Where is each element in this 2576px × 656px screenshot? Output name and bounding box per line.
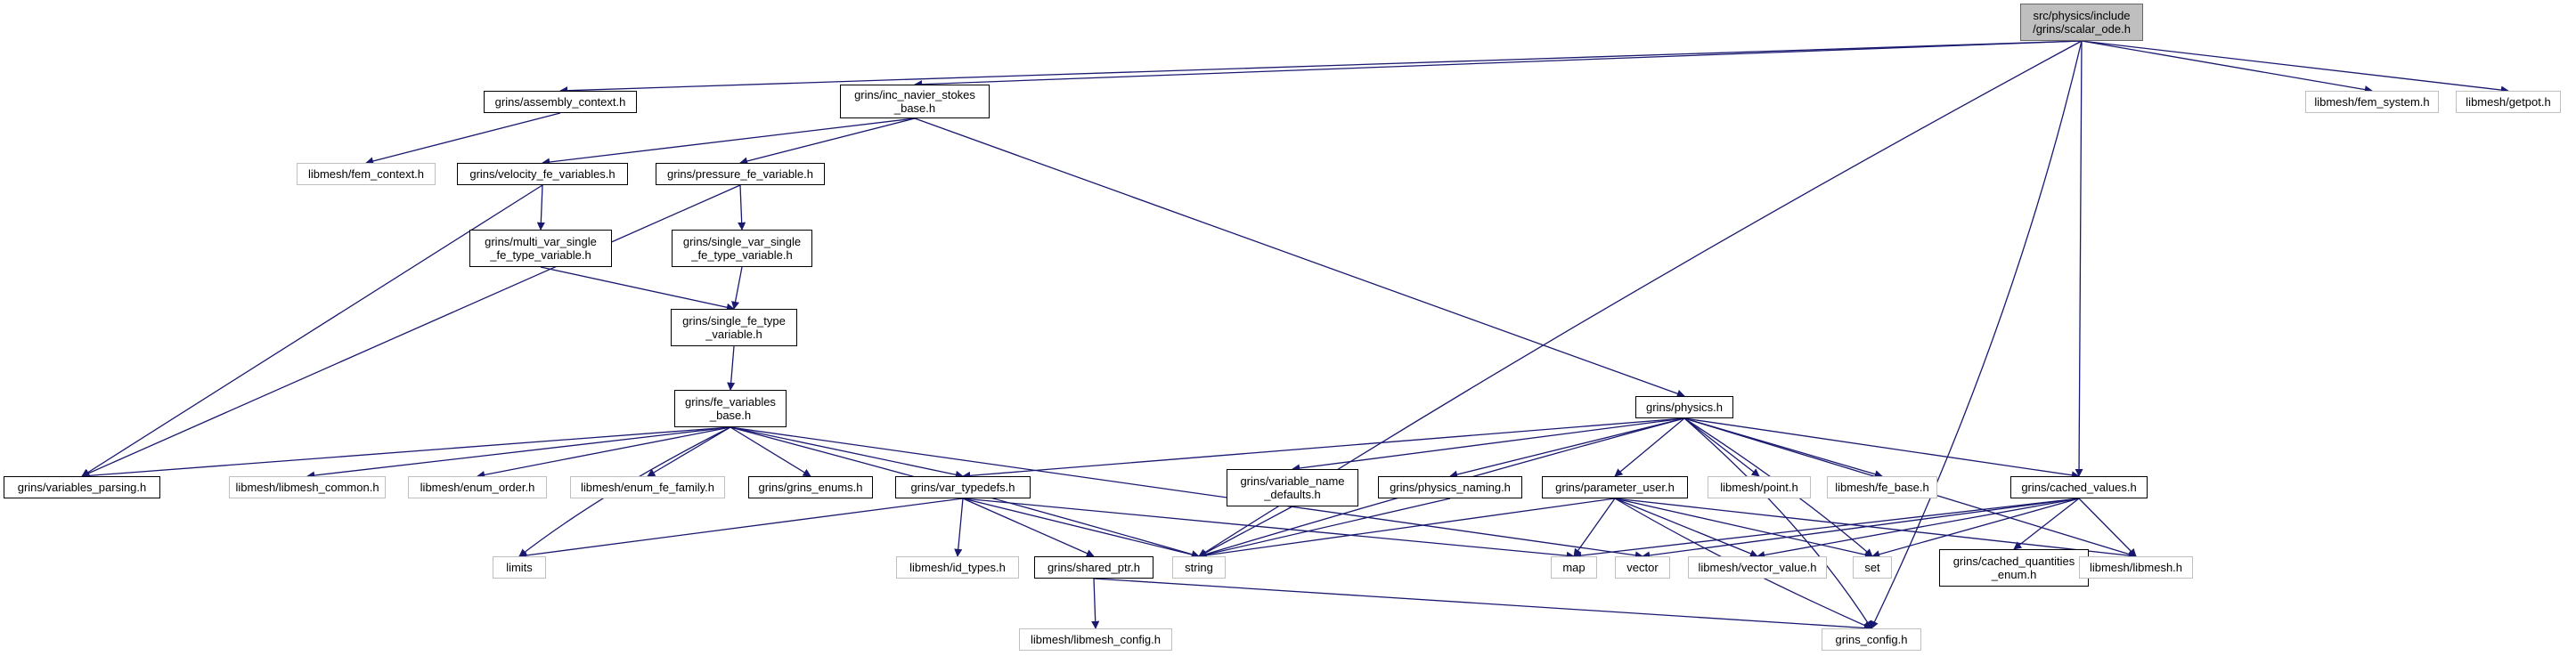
- node-enum-fe-family[interactable]: libmesh/enum_fe_family.h: [570, 476, 725, 498]
- edge-parameter-user-to-libmesh: [1614, 498, 2137, 560]
- edge-physics-to-parameter-user: [1614, 417, 1685, 477]
- edge-parameter-user-to-vector-value: [1614, 498, 1758, 558]
- edge-shared-ptr-to-libmesh-config: [1091, 578, 1100, 629]
- node-grins-enums[interactable]: grins/grins_enums.h: [748, 476, 873, 498]
- node-string[interactable]: string: [1172, 556, 1226, 579]
- edge-physics-to-physics-naming: [1449, 417, 1685, 479]
- node-libmesh-common[interactable]: libmesh/libmesh_common.h: [229, 476, 386, 498]
- edge-cached-values-to-set: [1871, 498, 2080, 559]
- edge-pressure-fe-variable-to-single-var-single-fe-type-variable: [738, 184, 746, 231]
- edge-shared-ptr-to-grins-config: [1093, 578, 1872, 633]
- edge-variable-name-defaults-to-string: [1198, 506, 1293, 557]
- node-set[interactable]: set: [1853, 556, 1892, 579]
- node-variables-parsing[interactable]: grins/variables_parsing.h: [4, 476, 160, 498]
- dependency-edges: [81, 40, 2509, 633]
- edge-assembly-context-to-fem-context: [365, 112, 561, 166]
- edge-parameter-user-to-set: [1614, 498, 1873, 559]
- node-fem-system[interactable]: libmesh/fem_system.h: [2305, 91, 2439, 113]
- node-vector[interactable]: vector: [1615, 556, 1670, 579]
- edge-fe-variables-base-to-enum-fe-family: [647, 426, 731, 477]
- node-physics-naming[interactable]: grins/physics_naming.h: [1378, 476, 1522, 498]
- edge-physics-to-var-typedefs: [962, 417, 1685, 480]
- edge-physics-to-grins-config: [1683, 417, 1872, 629]
- node-velocity-fe-variables[interactable]: grins/velocity_fe_variables.h: [457, 163, 628, 185]
- edge-fe-variables-base-to-variables-parsing: [81, 426, 731, 480]
- edge-cached-values-to-cached-quantities-enum: [2013, 498, 2080, 550]
- node-point[interactable]: libmesh/point.h: [1708, 476, 1811, 498]
- edge-velocity-fe-variables-to-variables-parsing: [81, 184, 543, 477]
- node-scalar-ode-root[interactable]: src/physics/include /grins/scalar_ode.h: [2020, 4, 2143, 41]
- edge-physics-to-cached-values: [1683, 417, 2080, 480]
- node-enum-order[interactable]: libmesh/enum_order.h: [408, 476, 547, 498]
- edge-inc-navier-stokes-base-to-physics: [914, 117, 1685, 398]
- edge-fe-variables-base-to-grins-enums: [730, 426, 811, 477]
- edge-fe-variables-base-to-enum-order: [477, 426, 731, 479]
- edge-cached-values-to-libmesh: [2078, 498, 2137, 557]
- node-assembly-context[interactable]: grins/assembly_context.h: [484, 91, 637, 113]
- edge-var-typedefs-to-map: [962, 498, 1575, 560]
- edge-cached-values-to-map: [1573, 498, 2080, 560]
- edge-single-var-single-fe-type-variable-to-single-fe-type-variable: [731, 266, 743, 310]
- edge-cached-values-to-vector: [1642, 498, 2080, 560]
- edge-parameter-user-to-string: [1198, 498, 1616, 560]
- edge-fe-variables-base-to-vector: [730, 426, 1643, 560]
- node-shared-ptr[interactable]: grins/shared_ptr.h: [1034, 556, 1153, 579]
- node-vector-value[interactable]: libmesh/vector_value.h: [1688, 556, 1827, 579]
- edge-pressure-fe-variable-to-variables-parsing: [81, 184, 741, 477]
- node-single-var-single-fe-type-variable[interactable]: grins/single_var_single _fe_type_variabl…: [672, 230, 812, 267]
- edge-root-to-getpot: [2081, 40, 2509, 94]
- node-cached-quantities-enum[interactable]: grins/cached_quantities _enum.h: [1939, 549, 2089, 587]
- edge-root-to-grins-config: [1871, 40, 2083, 629]
- edge-physics-naming-to-string: [1198, 498, 1451, 559]
- node-fe-variables-base[interactable]: grins/fe_variables _base.h: [674, 390, 787, 427]
- node-limits[interactable]: limits: [493, 556, 546, 579]
- node-single-fe-type-variable[interactable]: grins/single_fe_type _variable.h: [671, 309, 797, 346]
- edge-physics-to-variable-name-defaults: [1292, 417, 1685, 473]
- edge-var-typedefs-to-string: [962, 498, 1200, 559]
- node-id-types[interactable]: libmesh/id_types.h: [896, 556, 1019, 579]
- node-parameter-user[interactable]: grins/parameter_user.h: [1542, 476, 1688, 498]
- edge-root-to-cached-values: [2075, 40, 2083, 477]
- edge-velocity-fe-variables-to-multi-var-single-fe-type-variable: [536, 184, 545, 231]
- edge-inc-navier-stokes-base-to-pressure-fe-variable: [739, 117, 916, 166]
- node-inc-navier-stokes-base[interactable]: grins/inc_navier_stokes _base.h: [840, 85, 990, 118]
- edge-inc-navier-stokes-base-to-velocity-fe-variables: [542, 117, 916, 166]
- node-libmesh[interactable]: libmesh/libmesh.h: [2079, 556, 2193, 579]
- node-multi-var-single-fe-type-variable[interactable]: grins/multi_var_single _fe_type_variable…: [469, 230, 612, 267]
- edge-physics-to-point: [1683, 417, 1760, 477]
- node-physics[interactable]: grins/physics.h: [1635, 396, 1733, 418]
- edge-single-fe-type-variable-to-fe-variables-base: [727, 345, 736, 391]
- edge-fe-variables-base-to-var-typedefs: [730, 426, 964, 479]
- edge-root-to-fem-system: [2081, 40, 2373, 94]
- node-variable-name-defaults[interactable]: grins/variable_name _defaults.h: [1227, 469, 1358, 506]
- edge-fe-variables-base-to-libmesh-common: [306, 426, 731, 480]
- node-grins-config[interactable]: grins_config.h: [1822, 628, 1921, 651]
- node-map[interactable]: map: [1551, 556, 1597, 579]
- edge-var-typedefs-to-shared-ptr: [962, 498, 1095, 557]
- edge-cached-values-to-vector-value: [1757, 498, 2080, 560]
- node-fem-context[interactable]: libmesh/fem_context.h: [297, 163, 436, 185]
- edge-multi-var-single-fe-type-variable-to-single-fe-type-variable: [540, 266, 735, 312]
- edge-root-to-assembly-context: [559, 40, 2083, 95]
- node-libmesh-config[interactable]: libmesh/libmesh_config.h: [1019, 628, 1172, 651]
- node-getpot[interactable]: libmesh/getpot.h: [2456, 91, 2561, 113]
- node-cached-values[interactable]: grins/cached_values.h: [2010, 476, 2148, 498]
- edge-parameter-user-to-map: [1573, 498, 1616, 557]
- node-fe-base[interactable]: libmesh/fe_base.h: [1827, 476, 1937, 498]
- edge-var-typedefs-to-limits: [518, 498, 964, 560]
- edge-root-to-inc-navier-stokes-base: [914, 40, 2083, 89]
- node-pressure-fe-variable[interactable]: grins/pressure_fe_variable.h: [656, 163, 825, 185]
- node-var-typedefs[interactable]: grins/var_typedefs.h: [895, 476, 1031, 498]
- edge-var-typedefs-to-id-types: [954, 498, 964, 557]
